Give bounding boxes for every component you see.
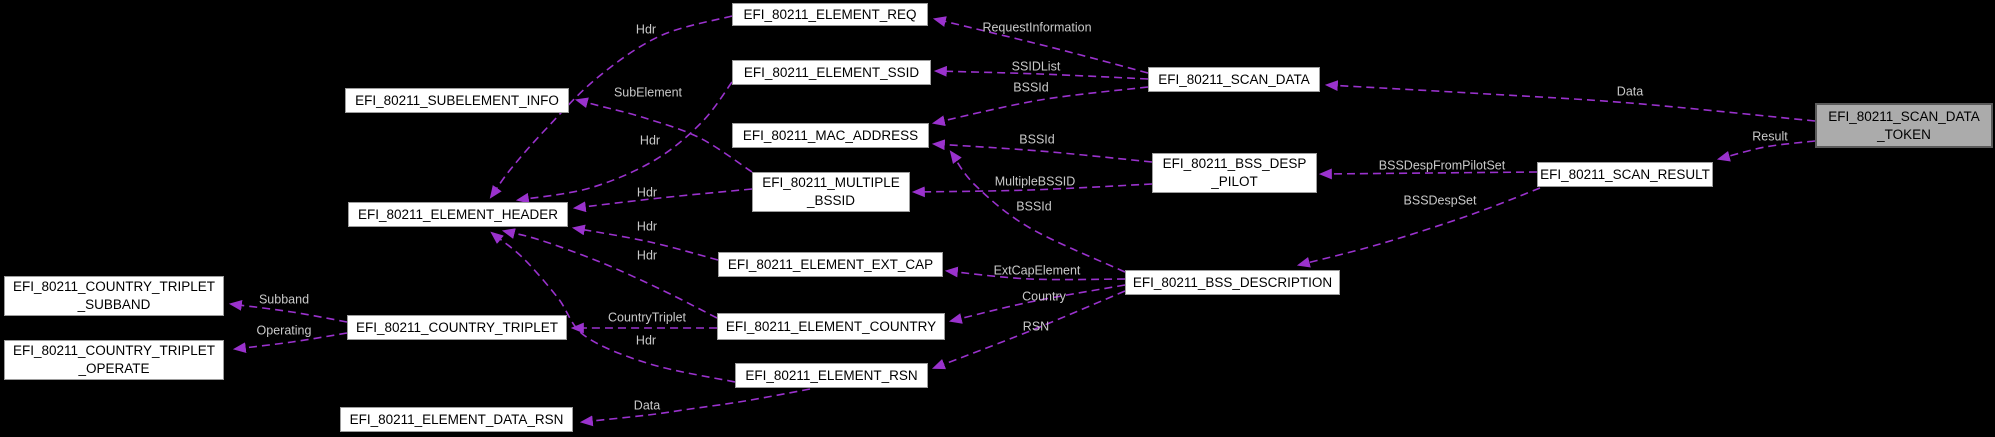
- edge-token-data: [1324, 80, 1816, 122]
- edge-result-pilot: [1318, 168, 1538, 180]
- edge-label-triplet-subband: Subband: [259, 293, 309, 307]
- edge-label-rsn-data: Data: [634, 399, 660, 413]
- node-scan-result[interactable]: EFI_80211_SCAN_RESULT: [1537, 162, 1713, 187]
- edge-label-mbssid-subelement: SubElement: [614, 86, 683, 100]
- node-label: EFI_80211_ELEMENT_DATA_RSN: [349, 411, 564, 427]
- node-element-req[interactable]: EFI_80211_ELEMENT_REQ: [732, 3, 928, 26]
- node-label: EFI_80211_BSS_DESCRIPTION: [1132, 274, 1333, 290]
- edge-label-country-hdr: Hdr: [637, 249, 657, 263]
- edge-label-scandata-mac: BSSId: [1013, 81, 1048, 95]
- node-label: EFI_80211_SCAN_DATA: [1828, 108, 1980, 124]
- edge-label-scandata-ssid: SSIDList: [1012, 60, 1061, 74]
- node-label: EFI_80211_ELEMENT_COUNTRY: [725, 318, 937, 334]
- edge-label-pilot-mbssid: MultipleBSSID: [995, 175, 1076, 189]
- node-label: EFI_80211_SUBELEMENT_INFO: [355, 92, 559, 108]
- edge-label-desc-country: Country: [1022, 290, 1067, 304]
- edge-mbssid-hdr: [572, 188, 753, 213]
- node-element-header[interactable]: EFI_80211_ELEMENT_HEADER: [348, 202, 568, 227]
- edge-label-mbssid-hdr: Hdr: [637, 186, 657, 200]
- edge-label-extcap-hdr: Hdr: [637, 220, 657, 234]
- edge-label-ssid-hdr: Hdr: [640, 134, 660, 148]
- node-label: EFI_80211_ELEMENT_SSID: [743, 64, 920, 80]
- edge-label-result-desc: BSSDespSet: [1404, 194, 1477, 208]
- edge-label-triplet-operate: Operating: [257, 324, 312, 338]
- node-label: EFI_80211_SCAN_DATA: [1158, 71, 1310, 87]
- edge-ssid-hdr: [515, 81, 733, 204]
- node-scan-data[interactable]: EFI_80211_SCAN_DATA: [1148, 67, 1320, 92]
- edge-scandata-mac: [931, 86, 1149, 126]
- edge-label-country-triplet: CountryTriplet: [608, 311, 687, 325]
- edge-label-token-data: Data: [1617, 85, 1643, 99]
- edge-label-req-hdr: Hdr: [636, 23, 656, 37]
- node-label: _OPERATE: [78, 361, 150, 376]
- edge-req-hdr: [489, 15, 733, 199]
- edge-desc-rsn: [931, 290, 1126, 370]
- edge-label-rsn-hdr: Hdr: [636, 334, 656, 348]
- node-element-ext-cap[interactable]: EFI_80211_ELEMENT_EXT_CAP: [718, 252, 943, 277]
- node-multiple-bssid[interactable]: EFI_80211_MULTIPLE _BSSID: [752, 172, 910, 212]
- node-label: EFI_80211_ELEMENT_REQ: [743, 6, 917, 22]
- edge-label-desc-mac: BSSId: [1016, 200, 1051, 214]
- node-subelement-info[interactable]: EFI_80211_SUBELEMENT_INFO: [345, 88, 569, 113]
- node-mac-address[interactable]: EFI_80211_MAC_ADDRESS: [732, 123, 929, 148]
- node-label: _PILOT: [1211, 174, 1258, 189]
- node-bss-description[interactable]: EFI_80211_BSS_DESCRIPTION: [1125, 270, 1340, 295]
- edge-label-result-pilot: BSSDespFromPilotSet: [1379, 159, 1506, 173]
- node-element-data-rsn[interactable]: EFI_80211_ELEMENT_DATA_RSN: [340, 407, 573, 432]
- edge-label-pilot-mac: BSSId: [1019, 133, 1054, 147]
- node-label: EFI_80211_ELEMENT_RSN: [745, 367, 918, 383]
- edge-pilot-mbssid: [911, 183, 1153, 198]
- node-label: EFI_80211_ELEMENT_HEADER: [357, 206, 559, 222]
- edge-pilot-mac: [931, 139, 1153, 163]
- edge-label-desc-rsn: RSN: [1023, 320, 1049, 334]
- node-element-country[interactable]: EFI_80211_ELEMENT_COUNTRY: [717, 313, 945, 340]
- node-label: EFI_80211_MAC_ADDRESS: [742, 127, 919, 143]
- node-label: _SUBBAND: [77, 297, 151, 312]
- node-bss-desp-pilot[interactable]: EFI_80211_BSS_DESP _PILOT: [1152, 153, 1317, 193]
- edge-desc-country: [948, 284, 1126, 324]
- node-scan-data-token[interactable]: EFI_80211_SCAN_DATA _TOKEN: [1815, 103, 1993, 148]
- edge-label-token-result: Result: [1752, 130, 1788, 144]
- node-label: EFI_80211_COUNTRY_TRIPLET: [12, 279, 216, 295]
- node-label: EFI_80211_COUNTRY_TRIPLET: [355, 319, 559, 335]
- edge-desc-mac: [949, 150, 1126, 273]
- node-label: EFI_80211_SCAN_RESULT: [1540, 166, 1710, 182]
- edge-extcap-hdr: [571, 224, 719, 261]
- node-country-triplet[interactable]: EFI_80211_COUNTRY_TRIPLET: [347, 315, 567, 340]
- edge-country-hdr: [501, 228, 718, 319]
- node-element-rsn[interactable]: EFI_80211_ELEMENT_RSN: [735, 363, 928, 388]
- node-label: EFI_80211_COUNTRY_TRIPLET: [12, 343, 216, 359]
- node-label: EFI_80211_ELEMENT_EXT_CAP: [727, 256, 934, 272]
- edge-scandata-ssid: [933, 65, 1149, 80]
- edge-mbssid-subelement: [574, 97, 753, 173]
- node-country-triplet-subband[interactable]: EFI_80211_COUNTRY_TRIPLET _SUBBAND: [4, 276, 224, 316]
- edge-triplet-subband: [228, 300, 348, 323]
- edge-desc-extcap: [944, 266, 1126, 281]
- node-label: EFI_80211_BSS_DESP: [1162, 156, 1307, 172]
- node-element-ssid[interactable]: EFI_80211_ELEMENT_SSID: [732, 60, 931, 85]
- node-label: _BSSID: [806, 193, 856, 208]
- edge-label-desc-extcap: ExtCapElement: [994, 264, 1081, 278]
- edge-label-scandata-req: RequestInformation: [982, 21, 1091, 35]
- node-label: EFI_80211_MULTIPLE: [762, 175, 900, 191]
- edge-triplet-operate: [232, 332, 348, 354]
- node-label: _TOKEN: [1877, 126, 1931, 142]
- node-country-triplet-operate[interactable]: EFI_80211_COUNTRY_TRIPLET _OPERATE: [4, 340, 224, 380]
- edge-rsn-data: [579, 388, 811, 427]
